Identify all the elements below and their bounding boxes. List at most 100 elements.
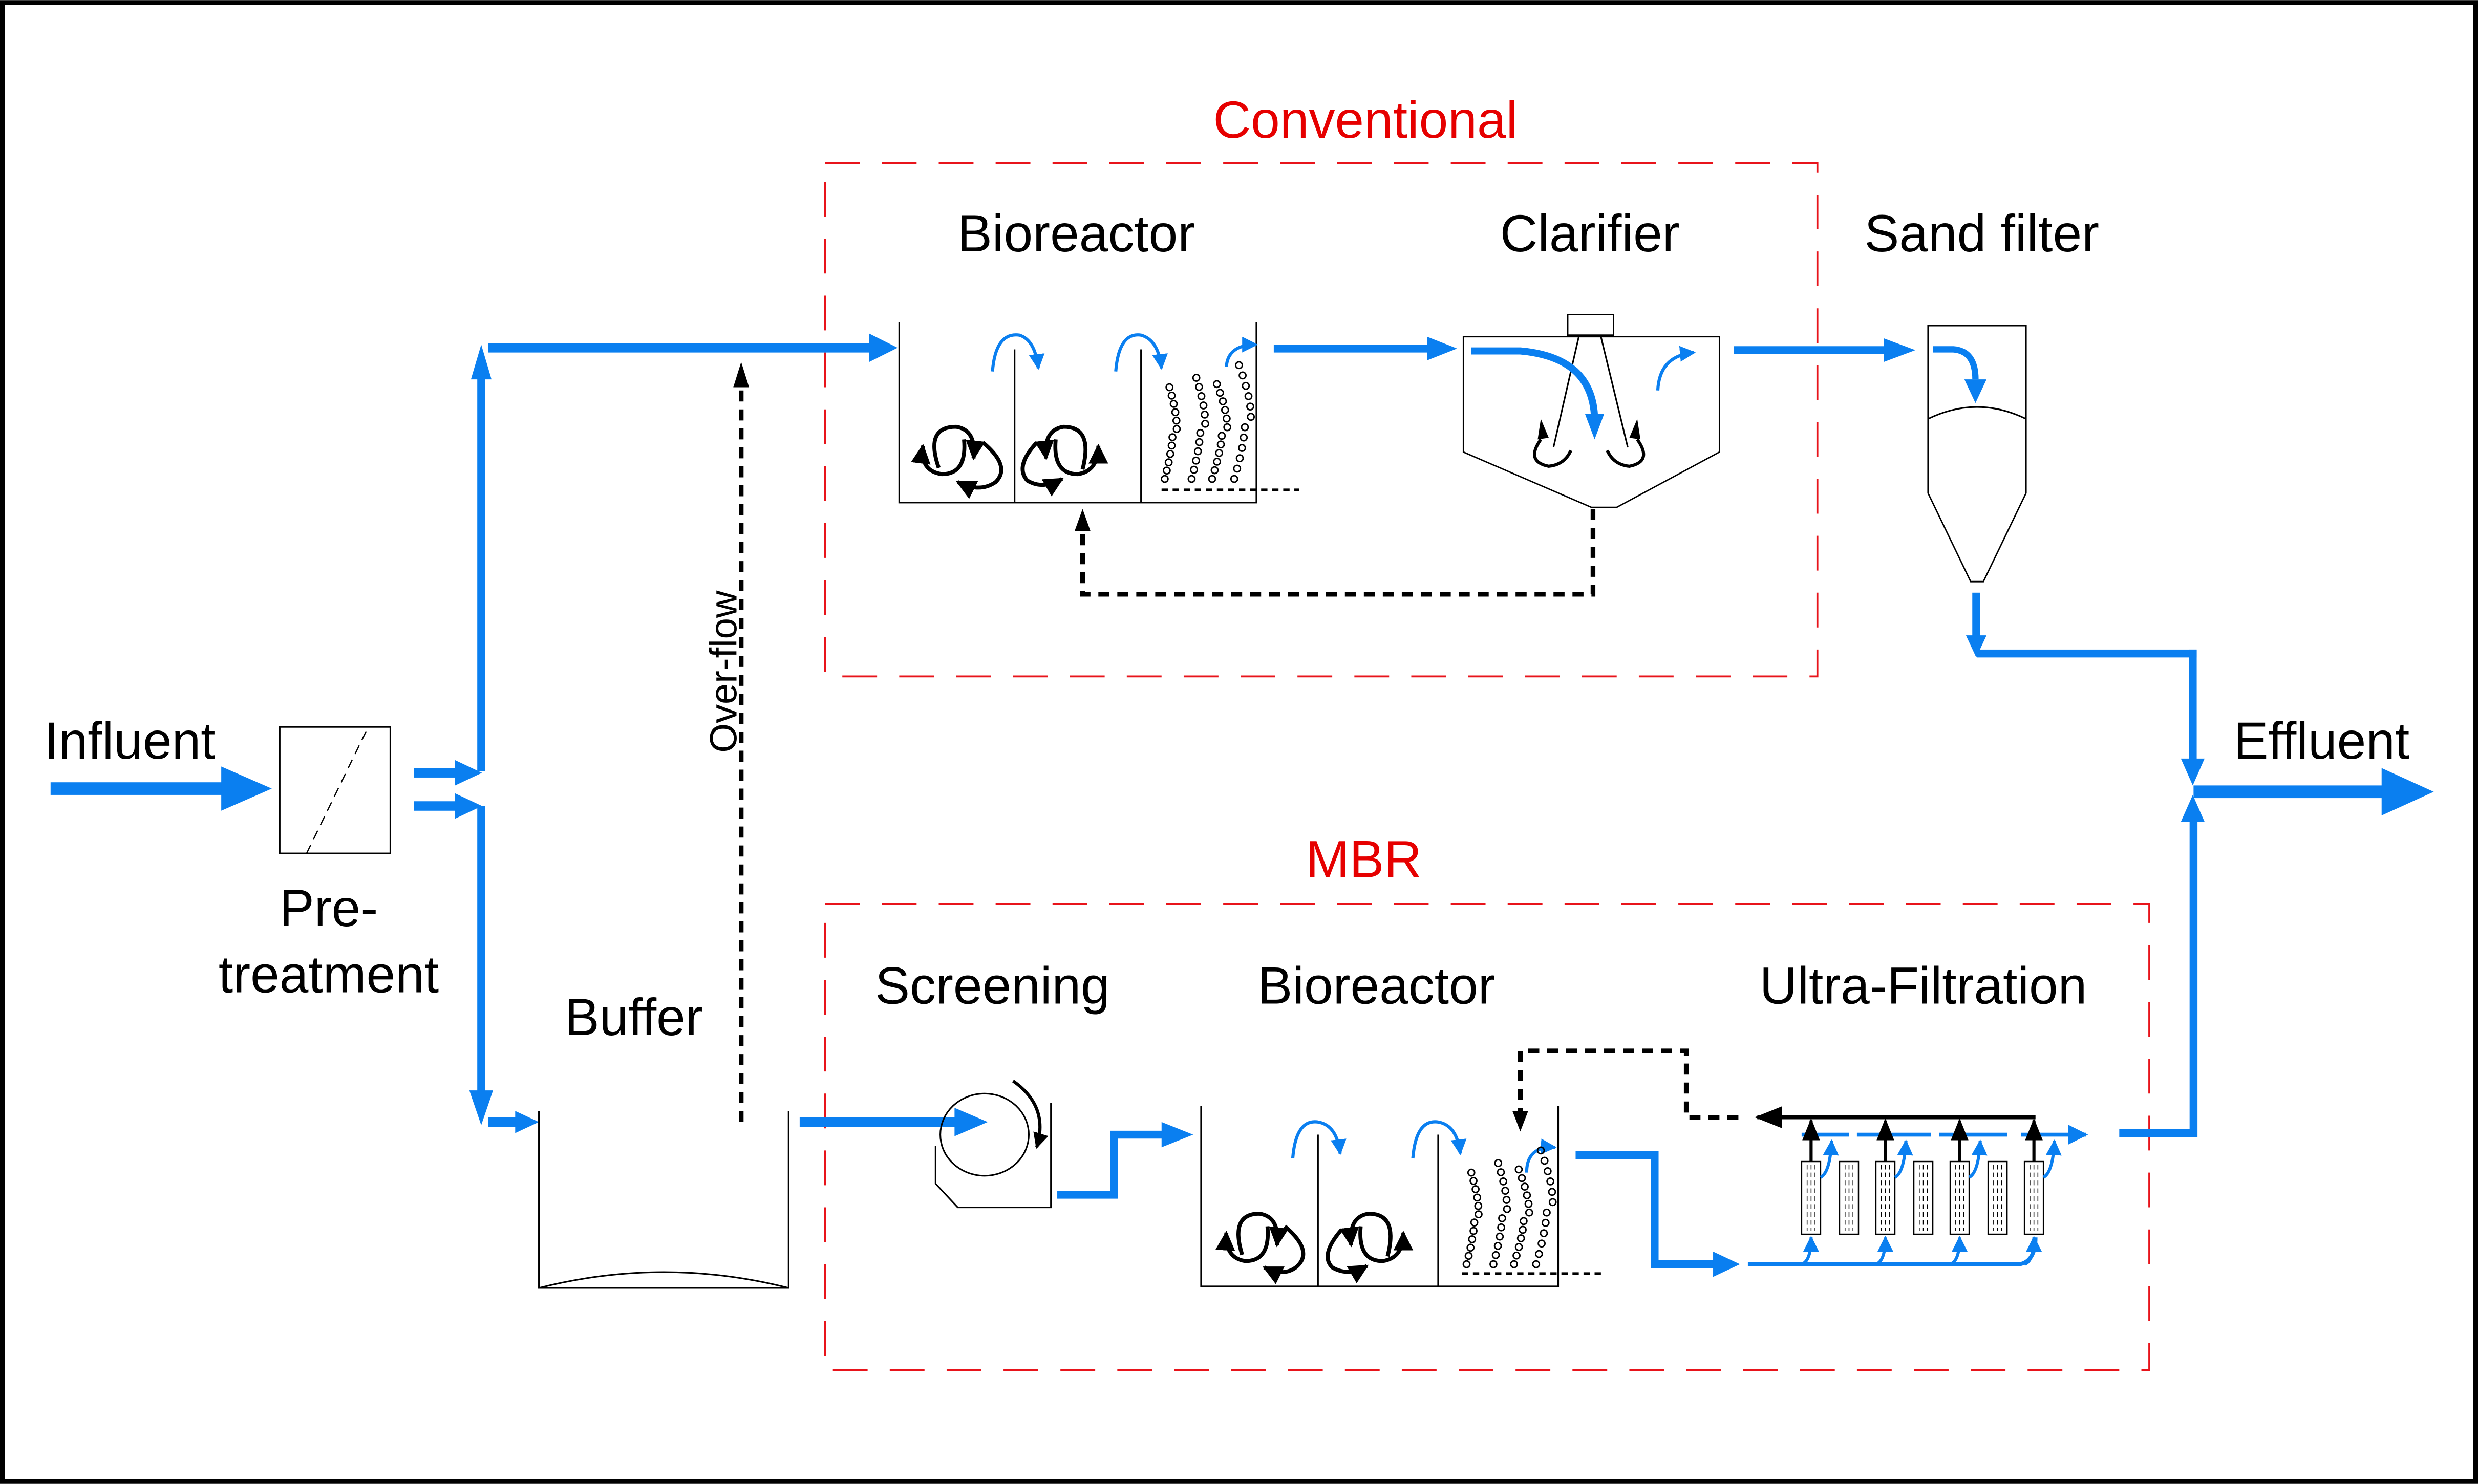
air-bubble xyxy=(1525,1208,1533,1217)
sand-filter-label: Sand filter xyxy=(1864,204,2099,263)
clarifier-unit xyxy=(1462,314,1720,508)
mbr-section-title: MBR xyxy=(1306,830,1422,888)
air-bubble xyxy=(1212,380,1221,389)
air-bubble xyxy=(1237,444,1246,452)
pretreatment-label-line1: Pre- xyxy=(280,879,378,937)
air-bubble xyxy=(1512,1251,1521,1260)
air-bubble xyxy=(1471,1185,1480,1193)
air-bubble xyxy=(1491,1251,1500,1259)
air-bubble xyxy=(1244,392,1253,400)
air-bubble xyxy=(1514,1165,1523,1174)
air-bubble xyxy=(1235,454,1244,462)
air-bubble xyxy=(1223,423,1232,432)
influent-arrow xyxy=(50,766,272,811)
conv-mixing-icon-1 xyxy=(911,424,1003,499)
air-bubble xyxy=(1494,1159,1503,1167)
air-bubble xyxy=(1216,440,1225,449)
air-bubble xyxy=(1197,392,1206,400)
air-bubble xyxy=(1466,1243,1475,1252)
retentate-arrow xyxy=(1820,1139,1839,1179)
air-bubble xyxy=(1163,466,1171,475)
air-bubble xyxy=(1166,449,1174,458)
air-bubble xyxy=(1187,475,1196,483)
effluent-label: Effluent xyxy=(2234,712,2410,770)
air-bubble xyxy=(1242,381,1250,390)
air-bubble xyxy=(1246,402,1254,411)
drum-screen-unit xyxy=(934,1080,1052,1209)
air-bubble xyxy=(1235,361,1243,370)
air-bubble xyxy=(1519,1225,1527,1234)
air-bubble xyxy=(1537,1239,1546,1248)
air-bubble xyxy=(1217,432,1226,440)
air-bubble xyxy=(1469,1177,1478,1185)
air-bubble xyxy=(1208,475,1216,483)
air-bubble xyxy=(1524,1199,1533,1208)
conventional-section-title: Conventional xyxy=(1213,91,1518,149)
air-bubble xyxy=(1195,383,1203,391)
feed-arrow xyxy=(1949,1236,1968,1266)
mbr-bioreactor-tank xyxy=(1200,1106,1560,1287)
air-bubble xyxy=(1165,383,1174,392)
mbr-mixing-icon-1 xyxy=(1215,1212,1306,1284)
clarifier-label: Clarifier xyxy=(1500,204,1680,263)
air-bubble xyxy=(1520,1217,1528,1225)
air-bubble xyxy=(1514,1243,1523,1251)
air-bubble xyxy=(1523,1191,1531,1199)
air-bubble xyxy=(1540,1229,1548,1238)
air-bubble xyxy=(1510,1260,1518,1268)
feed-arrow xyxy=(1801,1236,1819,1266)
feed-arrow xyxy=(2023,1236,2042,1266)
air-bubble xyxy=(1201,411,1209,419)
retentate-arrow xyxy=(1968,1139,1988,1179)
overflow-line xyxy=(733,362,750,1122)
air-bubble xyxy=(1223,414,1231,423)
pretreatment-label-line2: treatment xyxy=(219,945,439,1004)
air-bubble xyxy=(1230,475,1238,483)
air-bubble xyxy=(1474,1201,1483,1210)
air-bubble xyxy=(1536,1146,1545,1155)
conv-bioreactor-tank xyxy=(898,322,1257,504)
air-bubble xyxy=(1496,1232,1504,1241)
air-bubble xyxy=(1172,425,1181,433)
air-bubble xyxy=(1532,1260,1541,1268)
air-bubble xyxy=(1238,371,1247,380)
air-bubble xyxy=(1192,456,1200,465)
flow-to-conventional xyxy=(471,333,898,771)
air-bubble xyxy=(1543,1167,1552,1175)
flow-buffer-to-screening xyxy=(799,1108,988,1136)
air-bubble xyxy=(1196,428,1205,437)
mbr-recycle-line xyxy=(1512,1048,1739,1132)
air-bubble xyxy=(1169,400,1178,408)
conv-aeration-bubbles-icon xyxy=(1161,361,1255,483)
air-bubble xyxy=(1497,1168,1505,1176)
overflow-label: Over-flow xyxy=(702,590,744,752)
air-bubble xyxy=(1216,389,1224,397)
conventional-section-border xyxy=(824,162,1819,678)
air-bubble xyxy=(1210,466,1219,475)
conv-weir-arrows xyxy=(991,333,1258,372)
air-bubble xyxy=(1213,458,1221,466)
air-bubble xyxy=(1489,1260,1498,1268)
screening-label: Screening xyxy=(875,956,1110,1015)
air-bubble xyxy=(1498,1214,1506,1222)
air-bubble xyxy=(1164,458,1173,467)
air-bubble xyxy=(1199,401,1208,410)
conv-bioreactor-label: Bioreactor xyxy=(957,204,1195,263)
mbr-mixing-icon-2 xyxy=(1326,1212,1414,1283)
flow-clarifier-to-sand-filter xyxy=(1734,338,1916,362)
pretreatment-unit xyxy=(279,726,391,854)
buffer-tank xyxy=(538,1111,789,1289)
sand-filter-unit xyxy=(1927,325,2027,583)
flow-screening-to-mbr-bioreactor xyxy=(1057,1122,1193,1199)
mbr-bioreactor-label: Bioreactor xyxy=(1257,956,1495,1015)
air-bubble xyxy=(1501,1187,1509,1195)
retentate-arrow xyxy=(1894,1139,1913,1179)
air-bubble xyxy=(1493,1241,1502,1250)
air-bubble xyxy=(1193,447,1202,456)
air-bubble xyxy=(1516,1234,1525,1242)
air-bubble xyxy=(1201,419,1209,428)
retentate-arrow xyxy=(2042,1139,2062,1179)
air-bubble xyxy=(1167,441,1176,450)
air-bubble xyxy=(1541,1218,1550,1227)
